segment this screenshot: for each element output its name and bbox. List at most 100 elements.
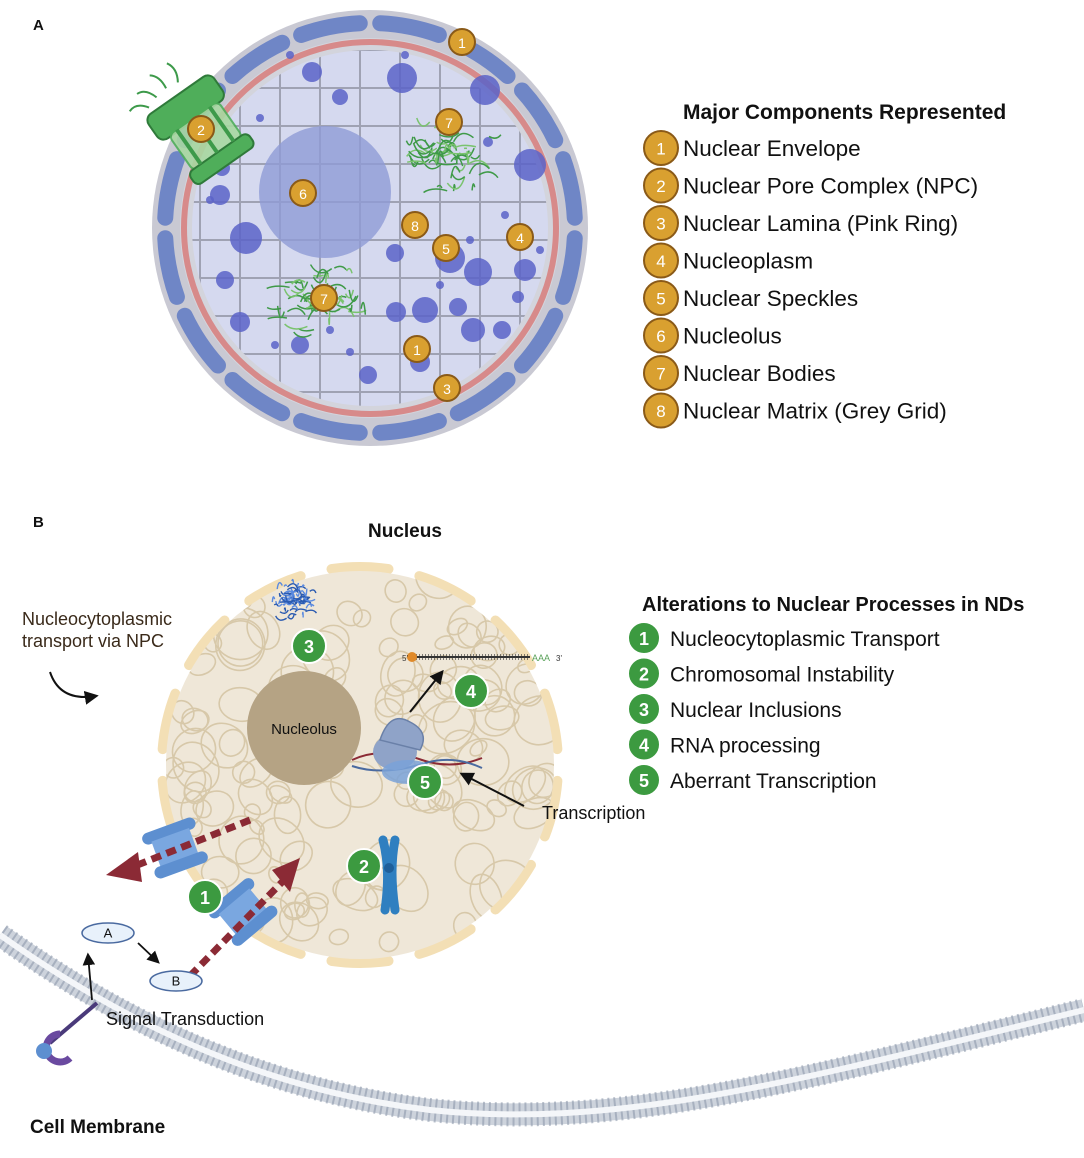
inclusion-fiber [286, 583, 299, 592]
svg-text:7: 7 [445, 115, 453, 131]
inclusion-fiber [282, 602, 286, 606]
speckle [359, 366, 377, 384]
body-fiber [345, 267, 353, 274]
chromatin-loop [447, 605, 488, 649]
envelope-segment [449, 372, 516, 422]
legend-a-label: Nuclear Bodies [683, 361, 836, 386]
number-badge: 1 [643, 130, 679, 166]
number-badge: 2 [643, 167, 679, 204]
inclusion-fiber [273, 603, 279, 607]
transcription-label: Transcription [542, 803, 645, 823]
body-fiber [328, 312, 331, 326]
chromatin-loop [408, 593, 428, 612]
body-fiber [446, 177, 466, 190]
speckle [326, 326, 334, 334]
ligand [36, 1043, 52, 1059]
legend-a-label: Nuclear Speckles [683, 286, 858, 311]
svg-text:2: 2 [639, 665, 649, 685]
legend-b-item: 1 Nucleocytoplasmic Transport [627, 621, 940, 655]
chromatin-loop [208, 590, 240, 617]
rna-strand: 5' AAA 3' [402, 652, 562, 663]
svg-text:5: 5 [639, 771, 649, 791]
nucleus-b-diagram: Nucleolus 5' AAA 3' [106, 562, 562, 979]
panel-b-letter: B [33, 514, 44, 531]
body-fiber [471, 183, 476, 191]
speckle [216, 271, 234, 289]
svg-text:1: 1 [639, 629, 649, 649]
inclusion-fiber [283, 584, 288, 587]
chromatin-loop [352, 609, 372, 628]
envelope-segment-b [490, 615, 536, 671]
svg-text:1: 1 [413, 342, 421, 358]
svg-text:5: 5 [420, 773, 430, 793]
svg-text:1: 1 [656, 140, 665, 159]
chromatin-loop [482, 929, 502, 953]
inclusion-fiber [305, 603, 315, 609]
svg-text:2: 2 [656, 177, 665, 196]
body-fiber [413, 136, 435, 150]
number-badge: 1 [187, 879, 223, 915]
envelope-segment [555, 230, 583, 305]
legend-a-title: Major Components Represented [683, 101, 1006, 124]
chromatin-loop [511, 766, 554, 811]
molecule-b-label: B [172, 974, 181, 989]
speckle [464, 258, 492, 286]
svg-text:5: 5 [656, 290, 665, 309]
number-badge: 2 [346, 848, 382, 884]
number-badge: 5 [432, 234, 460, 262]
arrow-to-rna [409, 669, 444, 713]
inclusion-fiber [286, 586, 299, 593]
body-fiber [266, 306, 282, 311]
inclusion-fiber [291, 578, 295, 583]
chromatin-loop [415, 571, 463, 600]
chromatin-loop [181, 707, 209, 732]
inclusion-fiber [303, 588, 308, 597]
body-fiber [447, 141, 458, 151]
chromatin-loop [265, 780, 291, 805]
legend-a-item: 5 Nuclear Speckles [643, 280, 858, 316]
speckle [286, 51, 294, 59]
speckle [401, 51, 409, 59]
svg-text:4: 4 [466, 682, 476, 702]
legend-b-title: Alterations to Nuclear Processes in NDs [642, 594, 1024, 616]
speckle [512, 291, 524, 303]
envelope-segment [293, 413, 368, 441]
inclusion-fiber [280, 597, 295, 603]
svg-text:8: 8 [656, 402, 665, 421]
inclusion-fiber [271, 596, 276, 603]
chromatin-loop [384, 579, 407, 603]
chromatin-loop [166, 573, 193, 606]
body-fiber [286, 307, 306, 316]
speckle [387, 63, 417, 93]
body-fiber [423, 188, 448, 194]
inclusion-fiber [292, 601, 298, 605]
envelope-segment [157, 151, 185, 226]
speckle [256, 114, 264, 122]
svg-text:8: 8 [411, 218, 419, 234]
speckle [493, 321, 511, 339]
body-fiber [452, 147, 475, 161]
inclusion-fiber [299, 590, 305, 594]
chromatin-loop [235, 837, 272, 875]
chromatin-loop [268, 784, 293, 804]
chromatin-loop [513, 695, 554, 746]
chromatin-loop [246, 610, 281, 651]
inclusion-fiber [276, 581, 283, 590]
envelope-segment-b [244, 571, 306, 606]
chromatin-loop [452, 798, 496, 832]
chromatin-loop [469, 739, 488, 757]
chromatin-loop [200, 722, 249, 769]
legend-b-label: Nucleocytoplasmic Transport [670, 628, 940, 651]
rna-five-prime: 5' [402, 654, 408, 663]
chromatin-loop [499, 918, 546, 959]
legend-b: 1 Nucleocytoplasmic Transport 2 Chromosomal… [627, 621, 940, 797]
legend-b-label: Chromosomal Instability [670, 664, 895, 687]
